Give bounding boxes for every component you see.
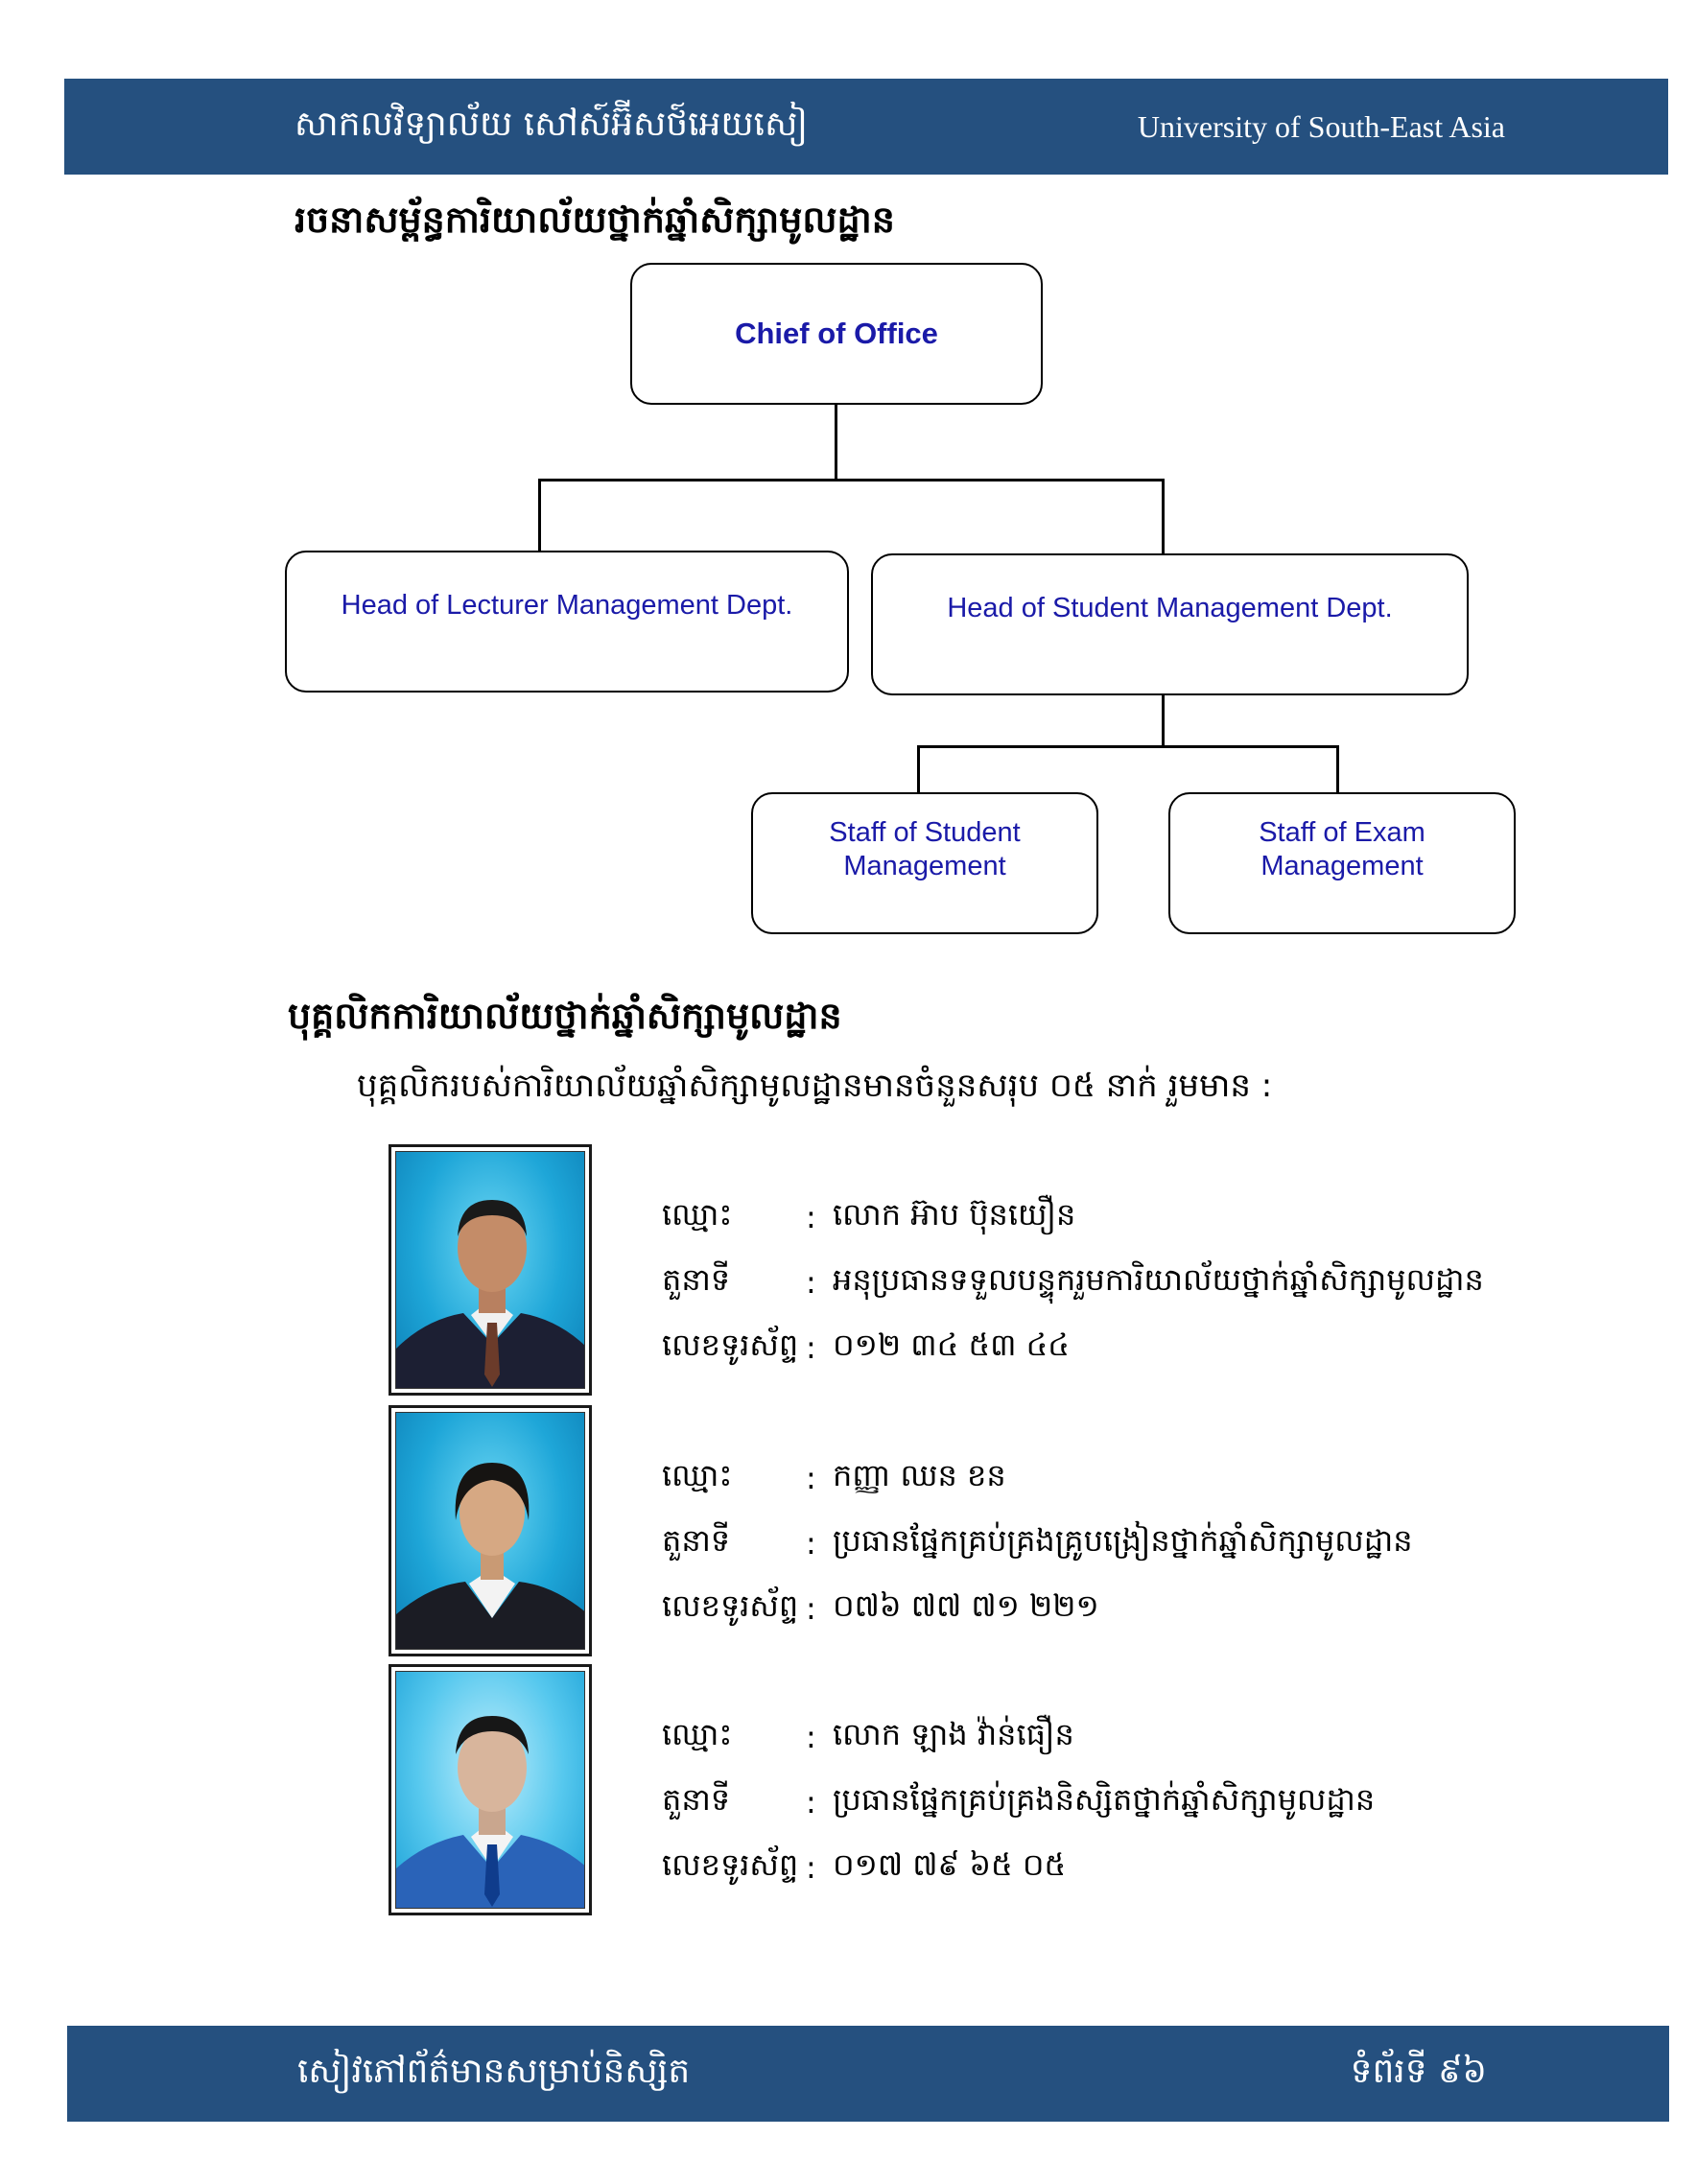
phone-label: លេខទូរស័ព្ទ — [662, 1586, 799, 1624]
org-box-head-student-label: Head of Student Management Dept. — [947, 592, 1393, 623]
footer-band: សៀវភៅព័ត៌មានសម្រាប់និស្សិត ទំព័រទី ៩៦ — [67, 2026, 1669, 2122]
info-row-phone: លេខទូរស័ព្ទ : ០១៧ ៧៩ ៦៥ ០៥ — [662, 1835, 1375, 1900]
info-row-role: តួនាទី : ប្រធានផ្នែកគ្រប់គ្រងនិស្សិតថ្នា… — [662, 1770, 1375, 1835]
page-number: ទំព័រទី ៩៦ — [1350, 2051, 1487, 2091]
staff-name: លោក អ៊ាប ប៊ុនយឿន — [833, 1195, 1076, 1233]
info-row-role: តួនាទី : អនុប្រធានទទួលបន្ទុករួមការិយាល័យ… — [662, 1250, 1484, 1315]
colon: : — [806, 1329, 816, 1366]
portrait-illustration — [396, 1716, 584, 1908]
staff-section-title: បុគ្គលិកការិយាល័យថ្នាក់ឆ្នាំសិក្សាមូលដ្ឋ… — [288, 995, 842, 1037]
org-box-staff-student: Staff of Student Management — [751, 792, 1098, 934]
org-box-chief-label: Chief of Office — [735, 317, 938, 351]
colon: : — [806, 1525, 816, 1562]
staff-info: ឈ្មោះ : កញ្ញា ឈន ខន តួនាទី : ប្រធានផ្នែក… — [662, 1445, 1413, 1641]
info-row-name: ឈ្មោះ : កញ្ញា ឈន ខន — [662, 1445, 1413, 1511]
role-label: តួនាទី — [662, 1780, 731, 1818]
org-box-head-student: Head of Student Management Dept. — [871, 553, 1469, 695]
staff-card: ឈ្មោះ : លោក អ៊ាប ប៊ុនយឿន តួនាទី : អនុប្រ… — [389, 1144, 1540, 1396]
info-row-phone: លេខទូរស័ព្ទ : ០៧៦ ៧៧ ៧១ ២២១ — [662, 1576, 1413, 1641]
staff-phone: ០១៧ ៧៩ ៦៥ ០៥ — [833, 1845, 1067, 1883]
info-row-name: ឈ្មោះ : លោក អ៊ាប ប៊ុនយឿន — [662, 1185, 1484, 1250]
staff-info: ឈ្មោះ : លោក ឡាង វ៉ាន់ធឿន តួនាទី : ប្រធាន… — [662, 1704, 1375, 1900]
photo-image — [395, 1151, 585, 1389]
portrait-illustration — [396, 1200, 584, 1388]
staff-photo — [389, 1144, 592, 1396]
portrait-illustration — [396, 1463, 584, 1649]
staff-name: កញ្ញា ឈន ខន — [833, 1456, 1006, 1493]
name-label: ឈ្មោះ — [662, 1715, 733, 1752]
org-section-title: រចនាសម្ព័ន្ធការិយាល័យថ្នាក់ឆ្នាំសិក្សាមូ… — [294, 199, 895, 241]
org-box-head-lecturer-label: Head of Lecturer Management Dept. — [341, 589, 793, 621]
colon: : — [806, 1719, 816, 1755]
colon: : — [806, 1784, 816, 1820]
staff-intro: បុគ្គលិករបស់ការិយាល័យឆ្នាំសិក្សាមូលដ្ឋាន… — [357, 1067, 1273, 1105]
phone-label: លេខទូរស័ព្ទ — [662, 1845, 799, 1883]
org-box-chief: Chief of Office — [630, 263, 1043, 405]
connector-line — [538, 479, 1165, 481]
connector-line — [917, 745, 920, 794]
connector-line — [1336, 745, 1339, 794]
org-box-head-lecturer: Head of Lecturer Management Dept. — [285, 551, 849, 693]
info-row-phone: លេខទូរស័ព្ទ : ០១២ ៣៤ ៥៣ ៤៤ — [662, 1315, 1484, 1380]
staff-name: លោក ឡាង វ៉ាន់ធឿន — [833, 1715, 1074, 1752]
connector-line — [1162, 695, 1165, 746]
photo-image — [395, 1412, 585, 1650]
name-label: ឈ្មោះ — [662, 1195, 733, 1233]
staff-role: អនុប្រធានទទួលបន្ទុករួមការិយាល័យថ្នាក់ឆ្ន… — [833, 1260, 1484, 1298]
photo-image — [395, 1671, 585, 1909]
colon: : — [806, 1849, 816, 1886]
info-row-name: ឈ្មោះ : លោក ឡាង វ៉ាន់ធឿន — [662, 1704, 1375, 1770]
name-label: ឈ្មោះ — [662, 1456, 733, 1493]
colon: : — [806, 1590, 816, 1627]
role-label: តួនាទី — [662, 1260, 731, 1298]
colon: : — [806, 1199, 816, 1235]
info-row-role: តួនាទី : ប្រធានផ្នែកគ្រប់គ្រងគ្រូបង្រៀនថ… — [662, 1511, 1413, 1576]
colon: : — [806, 1264, 816, 1301]
connector-line — [538, 479, 541, 552]
org-box-staff-student-label: Staff of Student Management — [829, 817, 1021, 881]
header-english-title: University of South-East Asia — [1137, 108, 1505, 144]
colon: : — [806, 1460, 816, 1496]
connector-line — [1162, 479, 1165, 555]
connector-line — [835, 405, 837, 480]
staff-phone: ០១២ ៣៤ ៥៣ ៤៤ — [833, 1326, 1070, 1363]
connector-line — [917, 745, 1339, 748]
staff-photo — [389, 1405, 592, 1656]
staff-card: ឈ្មោះ : លោក ឡាង វ៉ាន់ធឿន តួនាទី : ប្រធាន… — [389, 1664, 1540, 1915]
role-label: តួនាទី — [662, 1521, 731, 1559]
phone-label: លេខទូរស័ព្ទ — [662, 1326, 799, 1363]
header-band: សាកលវិទ្យាល័យ សៅស៍អ៊ីសថ៍អេយសៀ University… — [64, 79, 1668, 175]
staff-card: ឈ្មោះ : កញ្ញា ឈន ខន តួនាទី : ប្រធានផ្នែក… — [389, 1405, 1540, 1656]
staff-role: ប្រធានផ្នែកគ្រប់គ្រងនិស្សិតថ្នាក់ឆ្នាំសិ… — [833, 1780, 1376, 1818]
org-box-staff-exam-label: Staff of Exam Management — [1259, 817, 1425, 881]
footer-khmer-title: សៀវភៅព័ត៌មានសម្រាប់និស្សិត — [297, 2051, 691, 2091]
staff-photo — [389, 1664, 592, 1915]
org-box-staff-exam: Staff of Exam Management — [1168, 792, 1516, 934]
staff-phone: ០៧៦ ៧៧ ៧១ ២២១ — [833, 1586, 1099, 1624]
header-khmer-title: សាកលវិទ្យាល័យ សៅស៍អ៊ីសថ៍អេយសៀ — [294, 104, 809, 144]
staff-role: ប្រធានផ្នែកគ្រប់គ្រងគ្រូបង្រៀនថ្នាក់ឆ្នា… — [833, 1521, 1413, 1559]
staff-info: ឈ្មោះ : លោក អ៊ាប ប៊ុនយឿន តួនាទី : អនុប្រ… — [662, 1185, 1484, 1380]
